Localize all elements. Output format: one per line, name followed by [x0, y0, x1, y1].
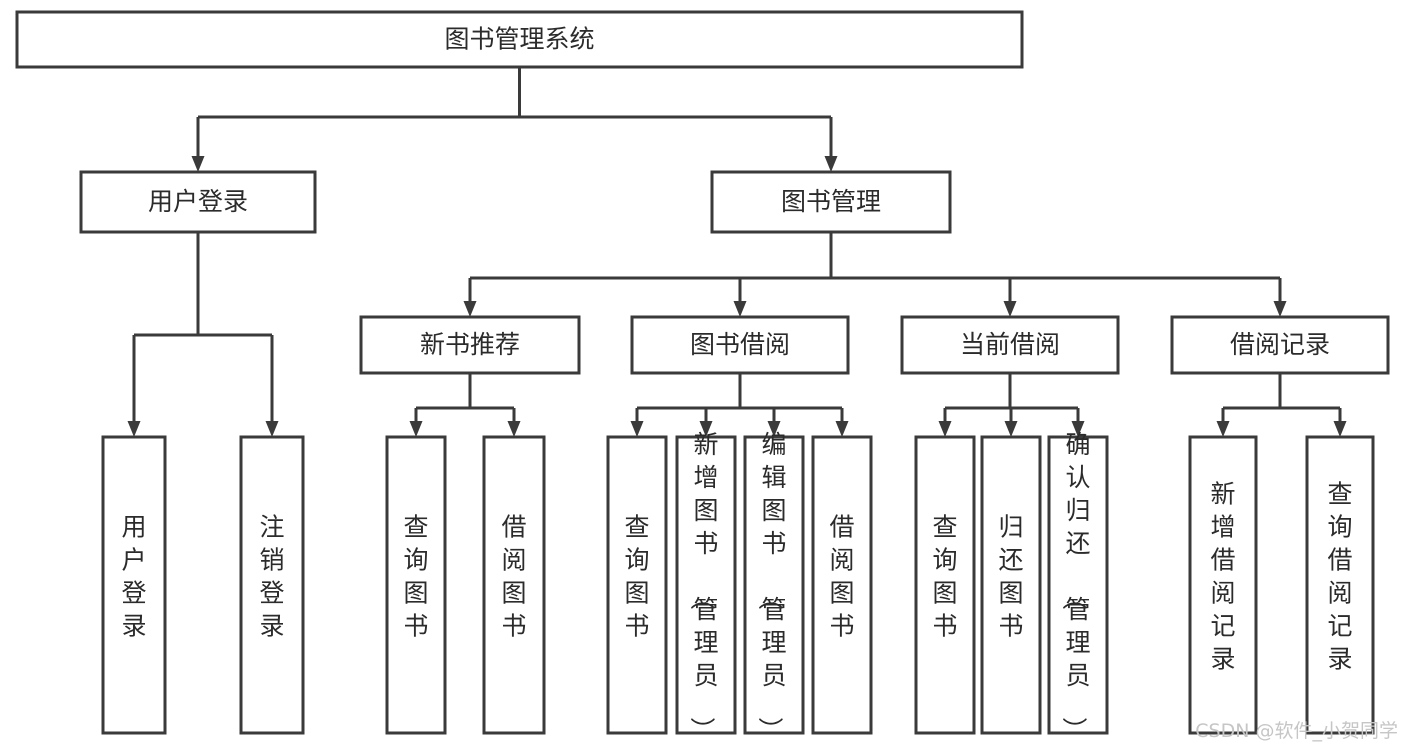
node-box: [1305, 435, 1375, 735]
leaf-用户登录[interactable]: 用户登录: [101, 435, 167, 735]
arrow-head: [1273, 301, 1287, 317]
node-layer: 图书管理系统用户登录图书管理新书推荐图书借阅当前借阅借阅记录用户登录注销登录查询…: [15, 10, 1390, 742]
node-box: [482, 435, 546, 735]
node-label: 图书借阅: [690, 330, 790, 359]
connector-layer: [127, 67, 1347, 437]
arrow-head: [733, 301, 747, 317]
node-box: [15, 10, 1024, 69]
node-box: [606, 435, 668, 735]
leaf-新增借阅记录[interactable]: 新增借阅记录: [1188, 435, 1258, 735]
node-label: 查询借阅记录: [1327, 480, 1352, 674]
node-box: [914, 435, 976, 735]
node-box: [743, 435, 805, 735]
arrow-head: [1071, 421, 1085, 437]
leaf-查询借阅记录[interactable]: 查询借阅记录: [1305, 435, 1375, 735]
arrow-head: [409, 421, 423, 437]
arrow-head: [507, 421, 521, 437]
arrow-head: [767, 421, 781, 437]
arrow-head: [835, 421, 849, 437]
leaf-注销登录[interactable]: 注销登录: [239, 435, 305, 735]
node-label: 借阅记录: [1230, 330, 1330, 359]
node-label: 新增借阅记录: [1210, 480, 1235, 674]
arrow-head: [699, 421, 713, 437]
leaf-查询图书[interactable]: 查询图书: [606, 435, 668, 735]
leaf-查询图书[interactable]: 查询图书: [914, 435, 976, 735]
node-box: [79, 170, 317, 234]
arrow-head: [1333, 421, 1347, 437]
node-box: [239, 435, 305, 735]
node-box: [101, 435, 167, 735]
node-label: 借阅图书: [829, 513, 854, 641]
node-label: 图书管理: [781, 187, 881, 216]
node-label: 查询图书: [932, 513, 957, 641]
leaf-编辑图书管理员[interactable]: 编辑图书（管理员）: [743, 430, 805, 742]
node-box: [359, 315, 581, 375]
arrow-head: [265, 421, 279, 437]
arrow-head: [463, 301, 477, 317]
node-box: [1188, 435, 1258, 735]
branch-node-借阅记录[interactable]: 借阅记录: [1170, 315, 1390, 375]
node-box: [710, 170, 952, 234]
node-label: 借阅图书: [501, 513, 526, 641]
arrow-head: [824, 156, 838, 172]
node-label: 查询图书: [624, 513, 649, 641]
node-label: 注销登录: [259, 513, 284, 641]
branch-node-当前借阅[interactable]: 当前借阅: [900, 315, 1120, 375]
arrow-head: [630, 421, 644, 437]
branch-node-用户登录[interactable]: 用户登录: [79, 170, 317, 234]
arrow-head: [1216, 421, 1230, 437]
node-label: 当前借阅: [960, 330, 1060, 359]
node-box: [675, 435, 737, 735]
arrow-head: [938, 421, 952, 437]
node-label: 用户登录: [148, 187, 248, 216]
arrow-head: [1004, 421, 1018, 437]
csdn-watermark: CSDN @软件_小贺同学: [1195, 720, 1398, 742]
node-box: [1170, 315, 1390, 375]
node-box: [385, 435, 447, 735]
node-box: [630, 315, 850, 375]
node-label: 新书推荐: [420, 330, 520, 359]
node-box: [1047, 435, 1109, 735]
arrow-head: [191, 156, 205, 172]
leaf-确认归还管理员[interactable]: 确认归还（管理员）: [1047, 430, 1109, 742]
arrow-head: [1003, 301, 1017, 317]
root-node-图书管理系统[interactable]: 图书管理系统: [15, 10, 1024, 69]
branch-node-图书管理[interactable]: 图书管理: [710, 170, 952, 234]
node-label: 确认归还（管理员）: [1059, 430, 1090, 742]
node-label: 用户登录: [121, 513, 146, 641]
leaf-借阅图书[interactable]: 借阅图书: [482, 435, 546, 735]
node-label: 查询图书: [403, 513, 428, 641]
node-label: 编辑图书（管理员）: [755, 430, 786, 742]
node-label: 新增图书（管理员）: [687, 430, 718, 742]
leaf-新增图书管理员[interactable]: 新增图书（管理员）: [675, 430, 737, 742]
leaf-借阅图书[interactable]: 借阅图书: [811, 435, 873, 735]
leaf-查询图书[interactable]: 查询图书: [385, 435, 447, 735]
node-label: 归还图书: [998, 513, 1023, 641]
branch-node-图书借阅[interactable]: 图书借阅: [630, 315, 850, 375]
node-label: 图书管理系统: [444, 25, 594, 54]
node-box: [900, 315, 1120, 375]
arrow-head: [127, 421, 141, 437]
node-box: [811, 435, 873, 735]
branch-node-新书推荐[interactable]: 新书推荐: [359, 315, 581, 375]
leaf-归还图书[interactable]: 归还图书: [980, 435, 1042, 735]
node-box: [980, 435, 1042, 735]
